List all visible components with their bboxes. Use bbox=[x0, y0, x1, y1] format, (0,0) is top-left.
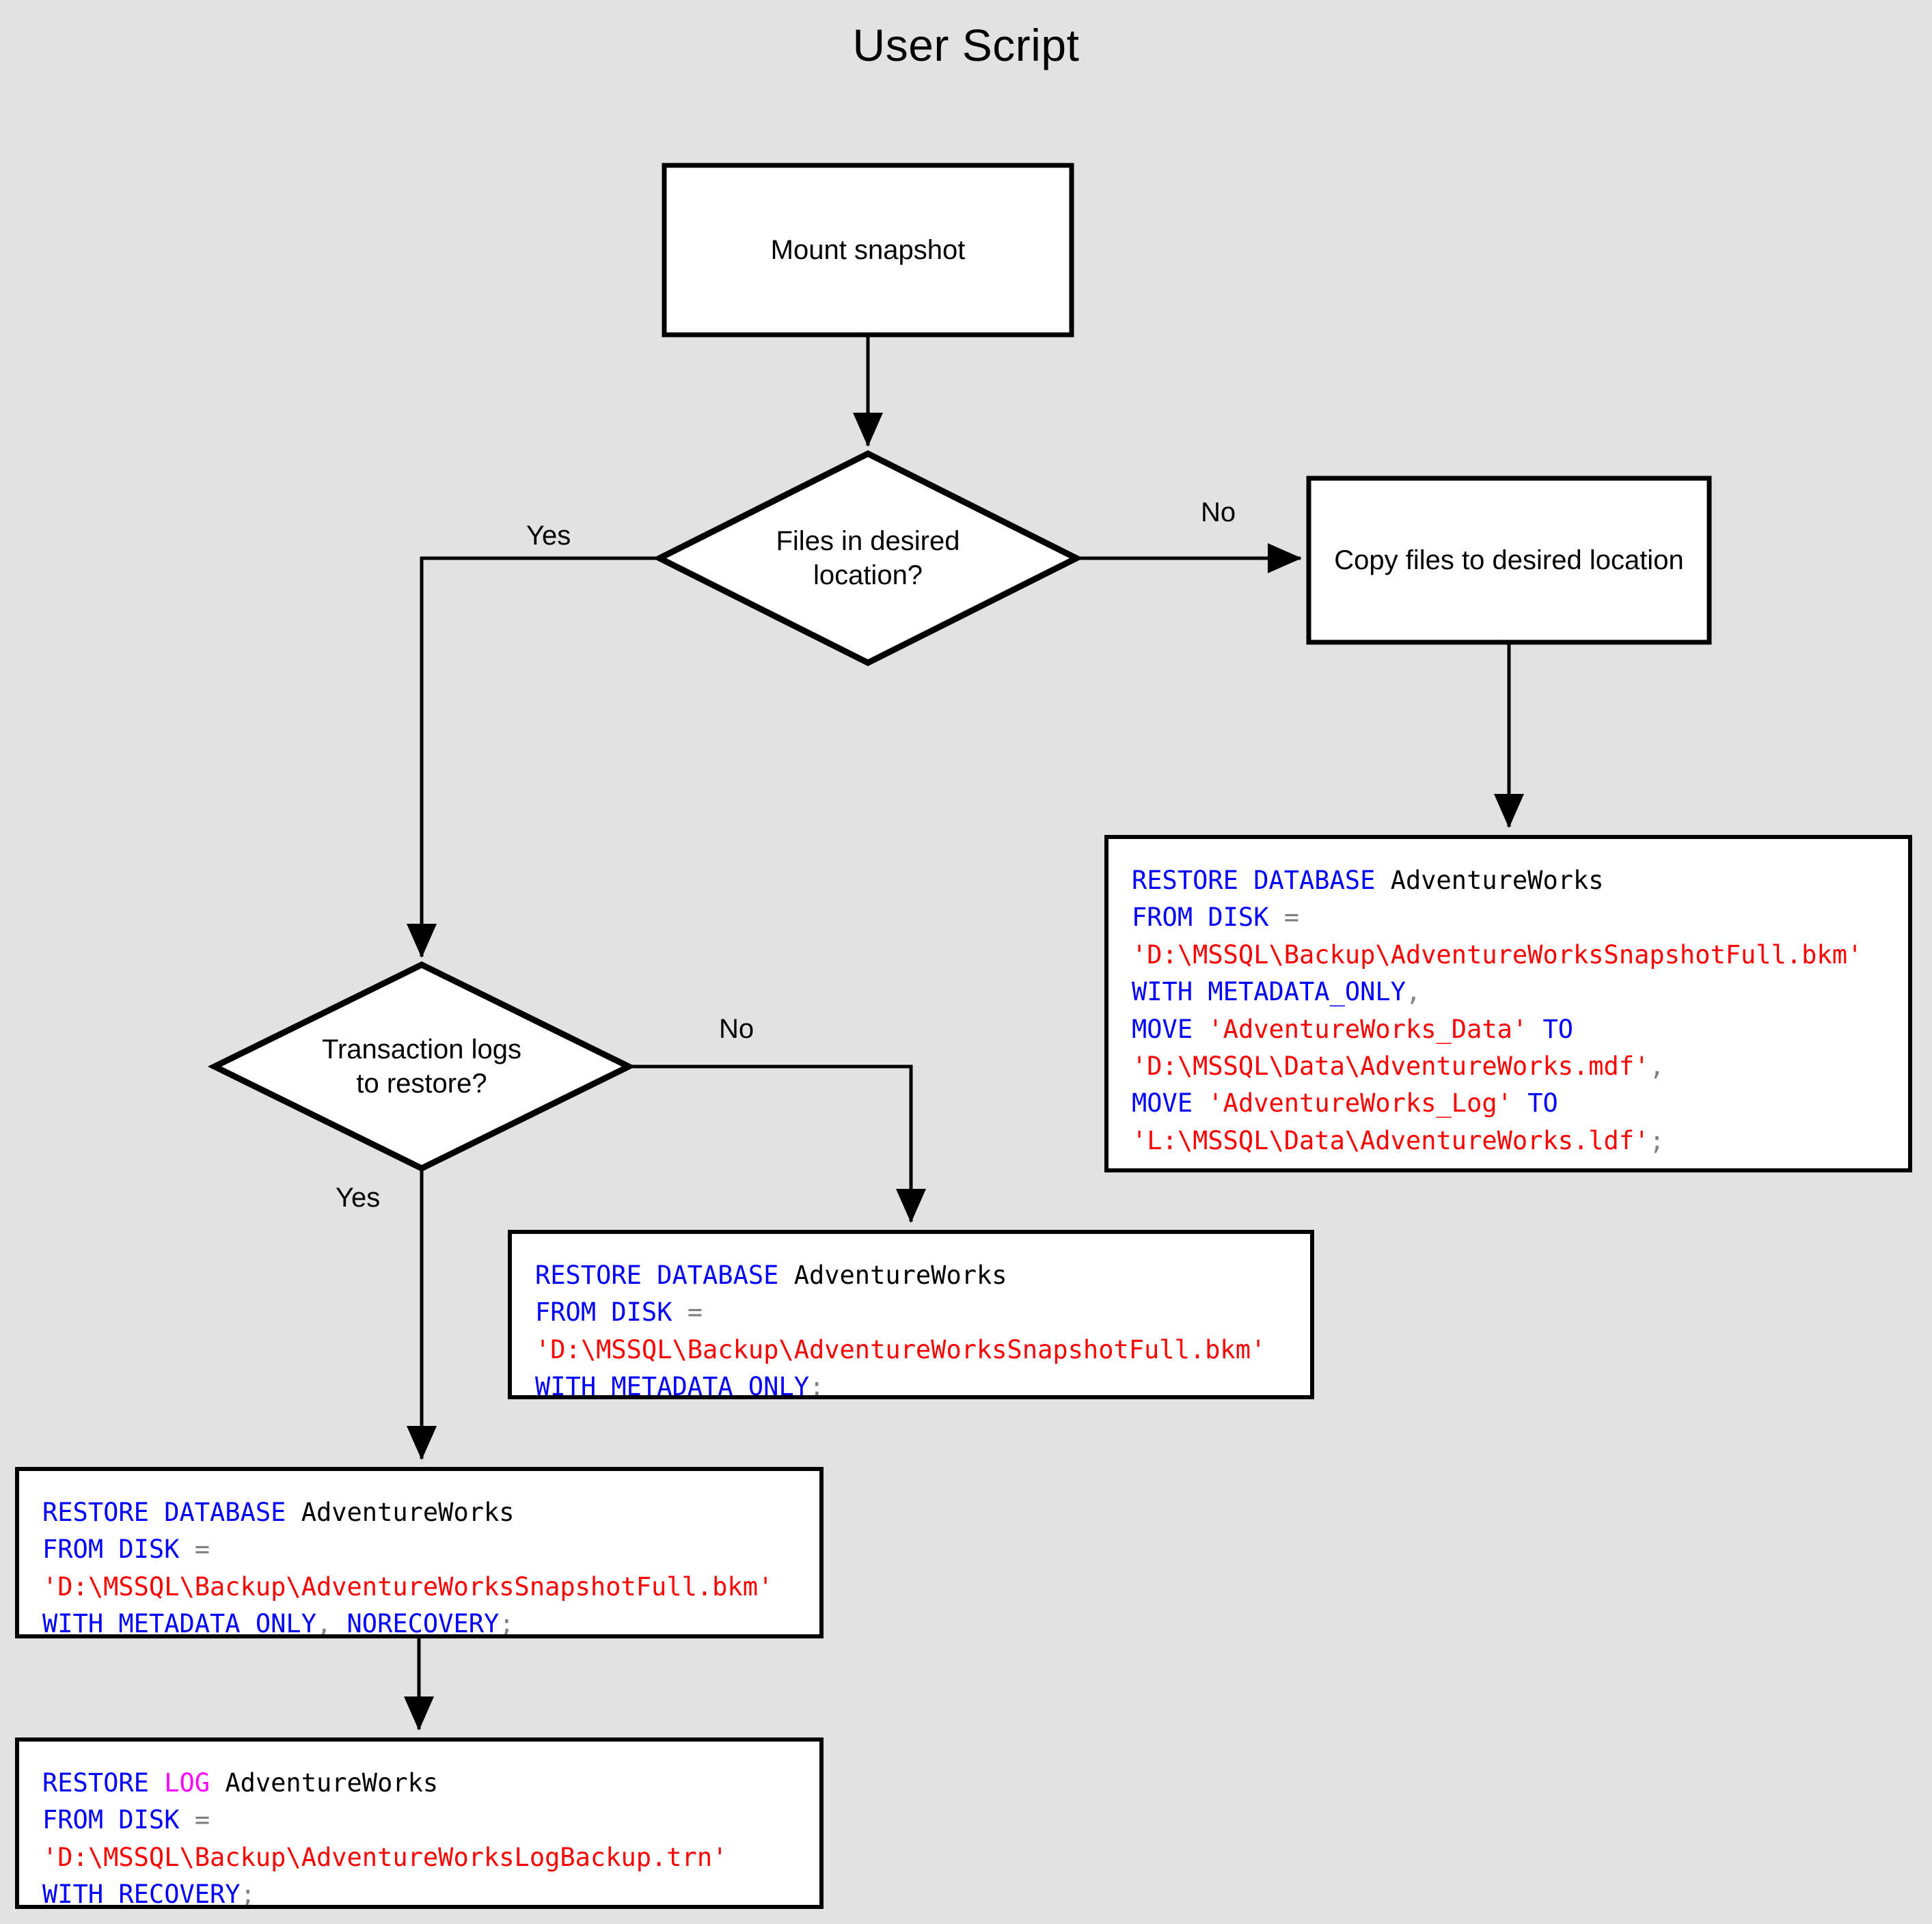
node-files-decision bbox=[652, 450, 1084, 667]
code-box-restore-log: RESTORE LOG AdventureWorks FROM DISK = '… bbox=[15, 1737, 824, 1909]
node-logs-decision bbox=[207, 961, 636, 1172]
node-mount-snapshot bbox=[662, 163, 1074, 338]
code-box-restore-norecovery: RESTORE DATABASE AdventureWorks FROM DIS… bbox=[15, 1467, 824, 1638]
code-box-restore-metadata-only: RESTORE DATABASE AdventureWorks FROM DIS… bbox=[508, 1230, 1314, 1399]
code-content: RESTORE LOG AdventureWorks FROM DISK = '… bbox=[42, 1768, 728, 1909]
code-content: RESTORE DATABASE AdventureWorks FROM DIS… bbox=[1132, 866, 1863, 1155]
edge-label-logs-yes: Yes bbox=[336, 1183, 381, 1213]
code-box-restore-with-move: RESTORE DATABASE AdventureWorks FROM DIS… bbox=[1104, 835, 1912, 1172]
edge-label-files-yes: Yes bbox=[526, 521, 571, 551]
connector-logs-no-to-metadata bbox=[629, 1064, 926, 1223]
code-content: RESTORE DATABASE AdventureWorks FROM DIS… bbox=[42, 1498, 774, 1638]
edge-label-files-no: No bbox=[1201, 497, 1236, 527]
edge-label-logs-no: No bbox=[719, 1014, 754, 1044]
connector-files-yes-to-logs bbox=[407, 556, 659, 958]
code-content: RESTORE DATABASE AdventureWorks FROM DIS… bbox=[535, 1261, 1266, 1399]
page-title: User Script bbox=[852, 20, 1080, 70]
node-copy-files bbox=[1306, 476, 1712, 645]
